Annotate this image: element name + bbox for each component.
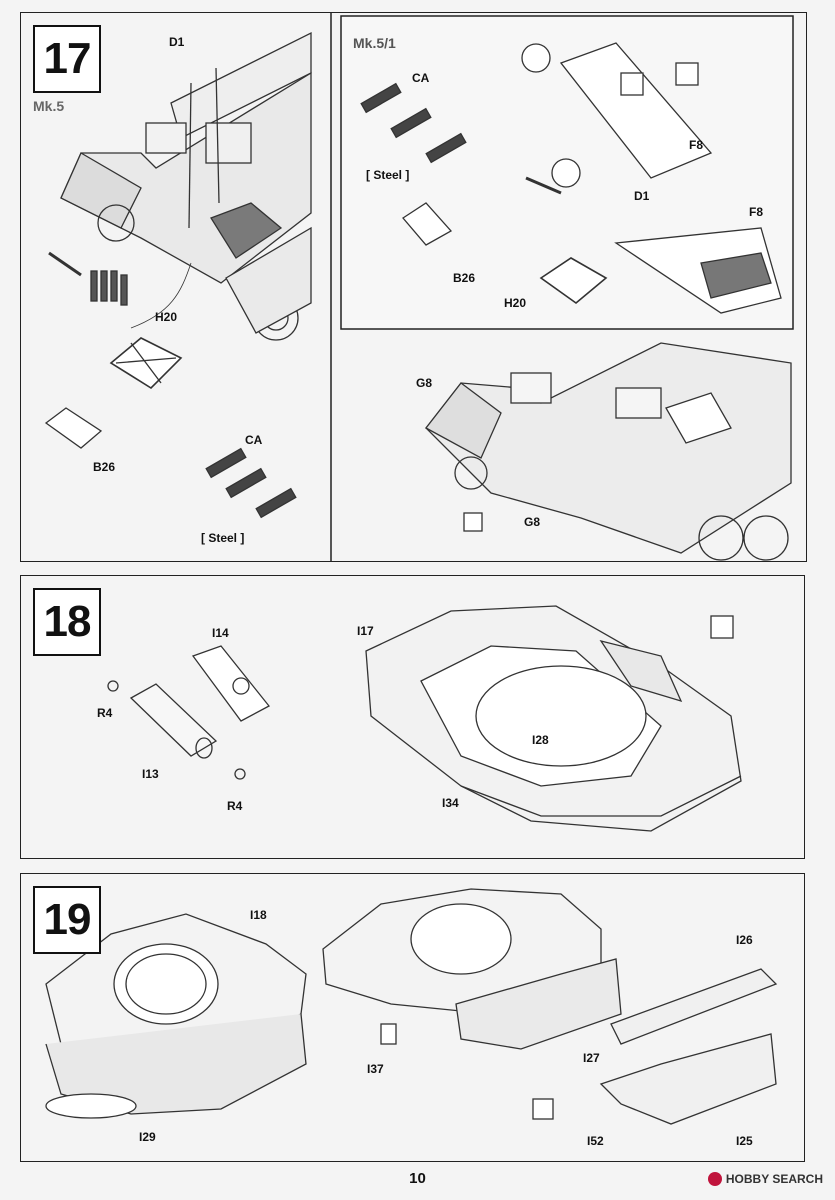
watermark: HOBBY SEARCH: [707, 1172, 823, 1186]
part-label-b26: B26: [93, 460, 116, 474]
part-label-d1: D1: [169, 35, 185, 49]
part-label-i28: I28: [532, 733, 549, 747]
part-label-f8-top: F8: [689, 138, 704, 152]
material-note-steel-mk5-1: [ Steel ]: [366, 168, 410, 182]
step-17-number: 17: [33, 25, 101, 93]
step-19-drawing: [45, 888, 778, 1125]
step-17-drawing: [44, 13, 794, 561]
step-19-number: 19: [33, 886, 101, 954]
part-label-i27: I27: [583, 1051, 600, 1065]
part-label-i52: I52: [587, 1134, 604, 1148]
part-label-h20-mk5-1: H20: [504, 296, 527, 310]
part-label-g8-top: G8: [416, 376, 433, 390]
part-label-i34: I34: [442, 796, 459, 810]
part-label-r4-bottom: R4: [227, 799, 243, 813]
variant-label-mk5: Mk.5: [33, 98, 65, 114]
part-label-f8: F8: [749, 205, 764, 219]
part-label-g8-bottom: G8: [524, 515, 541, 529]
step-18-drawing: [107, 605, 742, 832]
watermark-text: HOBBY SEARCH: [725, 1172, 823, 1186]
step-19-panel: 19 I18 I29 I37 I26 I27 I52 I25: [20, 873, 805, 1162]
part-label-d1-mk5-1: D1: [634, 189, 650, 203]
part-label-ca: CA: [245, 433, 263, 447]
part-label-i13: I13: [142, 767, 159, 781]
part-label-i29: I29: [139, 1130, 156, 1144]
part-label-r4-top: R4: [97, 706, 113, 720]
material-note-steel: [ Steel ]: [201, 531, 245, 545]
part-label-i18: I18: [250, 908, 267, 922]
step-18-number: 18: [33, 588, 101, 656]
variant-label-mk5-1: Mk.5/1: [353, 35, 396, 51]
part-label-h20: H20: [155, 310, 178, 324]
part-label-i25: I25: [736, 1134, 753, 1148]
part-label-i26: I26: [736, 933, 753, 947]
part-label-b26-mk5-1: B26: [453, 271, 476, 285]
step-18-panel: 18 I14 R4 I13 R4 I17 I28 I34: [20, 575, 805, 859]
page-number: 10: [409, 1170, 426, 1187]
part-label-i17: I17: [357, 624, 374, 638]
part-label-i14: I14: [212, 626, 229, 640]
step-17-panel: 17 Mk.5 Mk.5/1 D1 H20 B26 CA [ Steel ] C…: [20, 12, 807, 562]
hobby-search-logo-icon: [707, 1172, 722, 1186]
part-label-ca-mk5-1: CA: [412, 71, 430, 85]
part-label-i37: I37: [367, 1062, 384, 1076]
